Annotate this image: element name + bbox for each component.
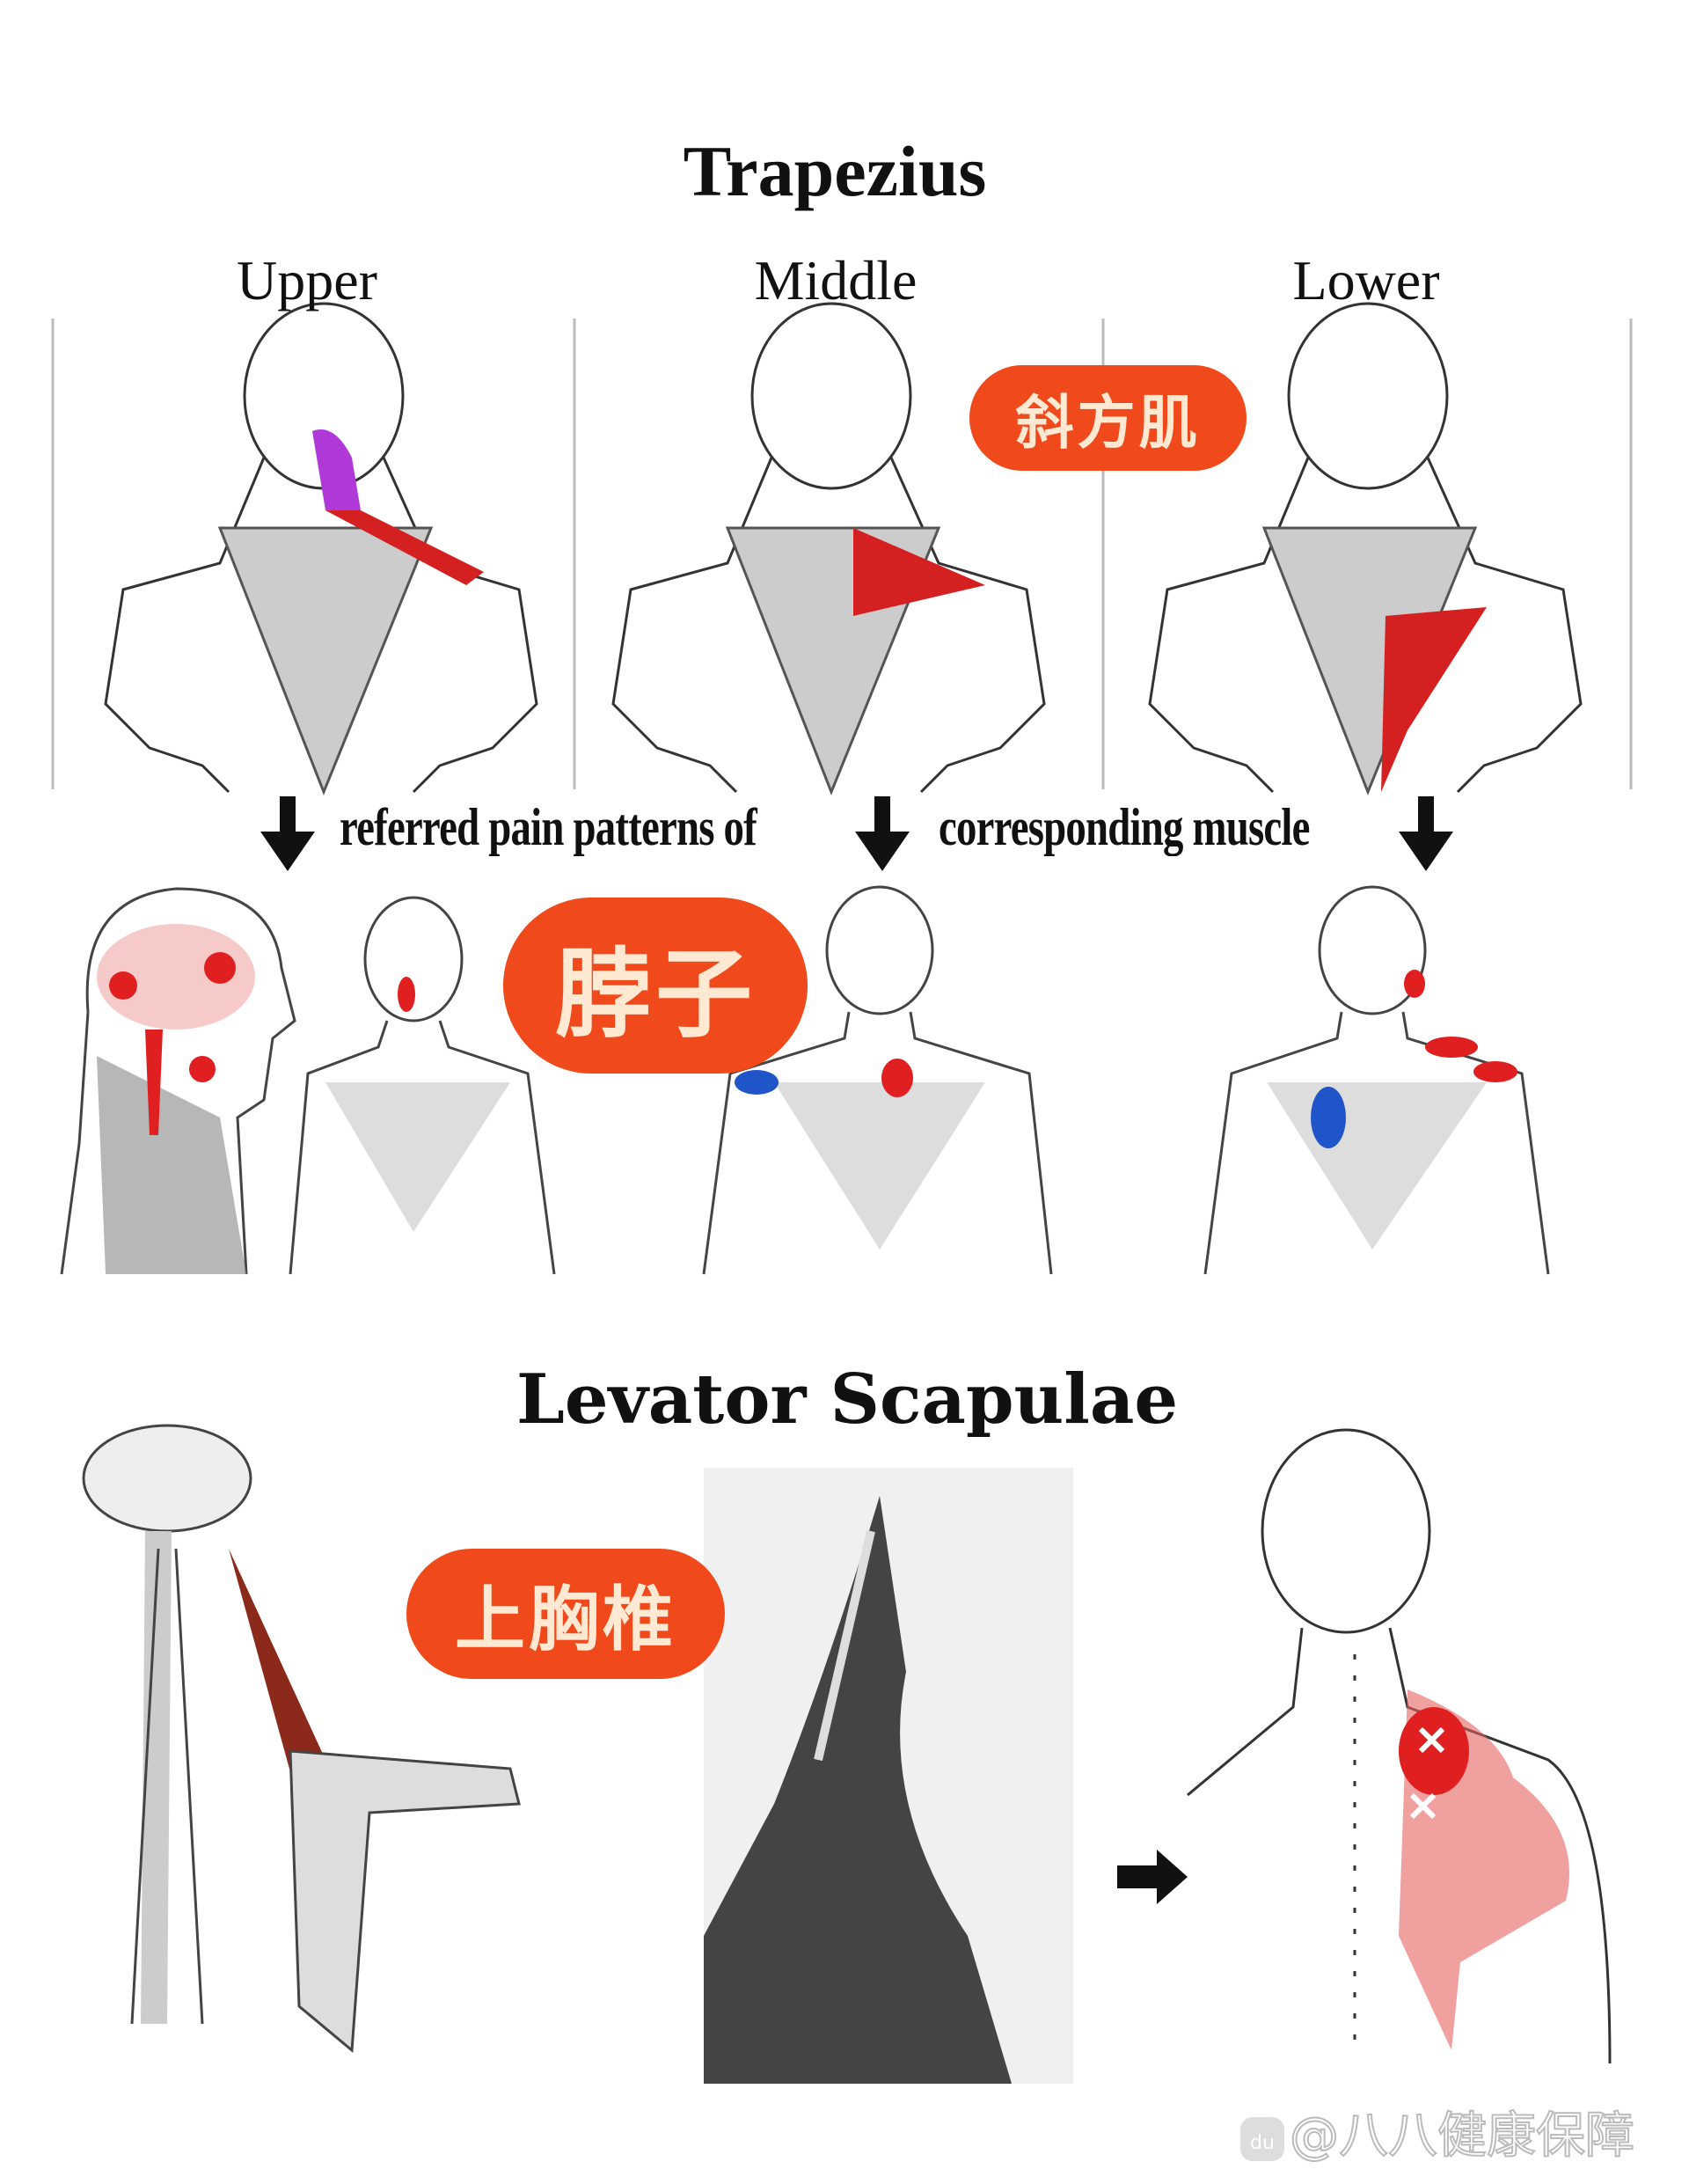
referred-pain-head-side [60, 887, 296, 1275]
watermark-text: @八八健康保障 [1289, 2107, 1635, 2166]
trapezius-lower-figure [1148, 302, 1583, 796]
referred-pain-upper-back [289, 896, 556, 1275]
caption-corresponding-muscle: corresponding muscle [939, 798, 1310, 856]
badge-trapezius-cn: 斜方肌 [969, 365, 1247, 471]
down-arrows [260, 796, 1453, 871]
badge-neck-cn: 脖子 [503, 898, 808, 1074]
referred-pain-lower-back [1203, 885, 1550, 1275]
trapezius-middle-figure [611, 302, 1046, 796]
levator-scapulae-title: Levator Scapulae [515, 1360, 1179, 1440]
badge-upper-thoracic-cn: 上胸椎 [406, 1549, 725, 1679]
watermark: du@八八健康保障 [1240, 2096, 1635, 2167]
section-label-middle: Middle [754, 249, 918, 311]
levator-referred-pain-figure [1187, 1428, 1612, 2064]
right-arrow-icon [1117, 1850, 1188, 1904]
caption-referred-pain: referred pain patterns of [340, 798, 757, 856]
trapezius-title: Trapezius [683, 131, 987, 211]
referred-pain-middle-back [702, 885, 1053, 1275]
section-label-upper: Upper [237, 249, 377, 311]
trapezius-upper-figure [104, 302, 538, 796]
levator-neck-photo [704, 1468, 1073, 2084]
section-label-lower: Lower [1292, 249, 1440, 311]
baidu-paw-logo-icon: du [1240, 2116, 1284, 2161]
levator-skeleton-figure [82, 1424, 521, 2054]
